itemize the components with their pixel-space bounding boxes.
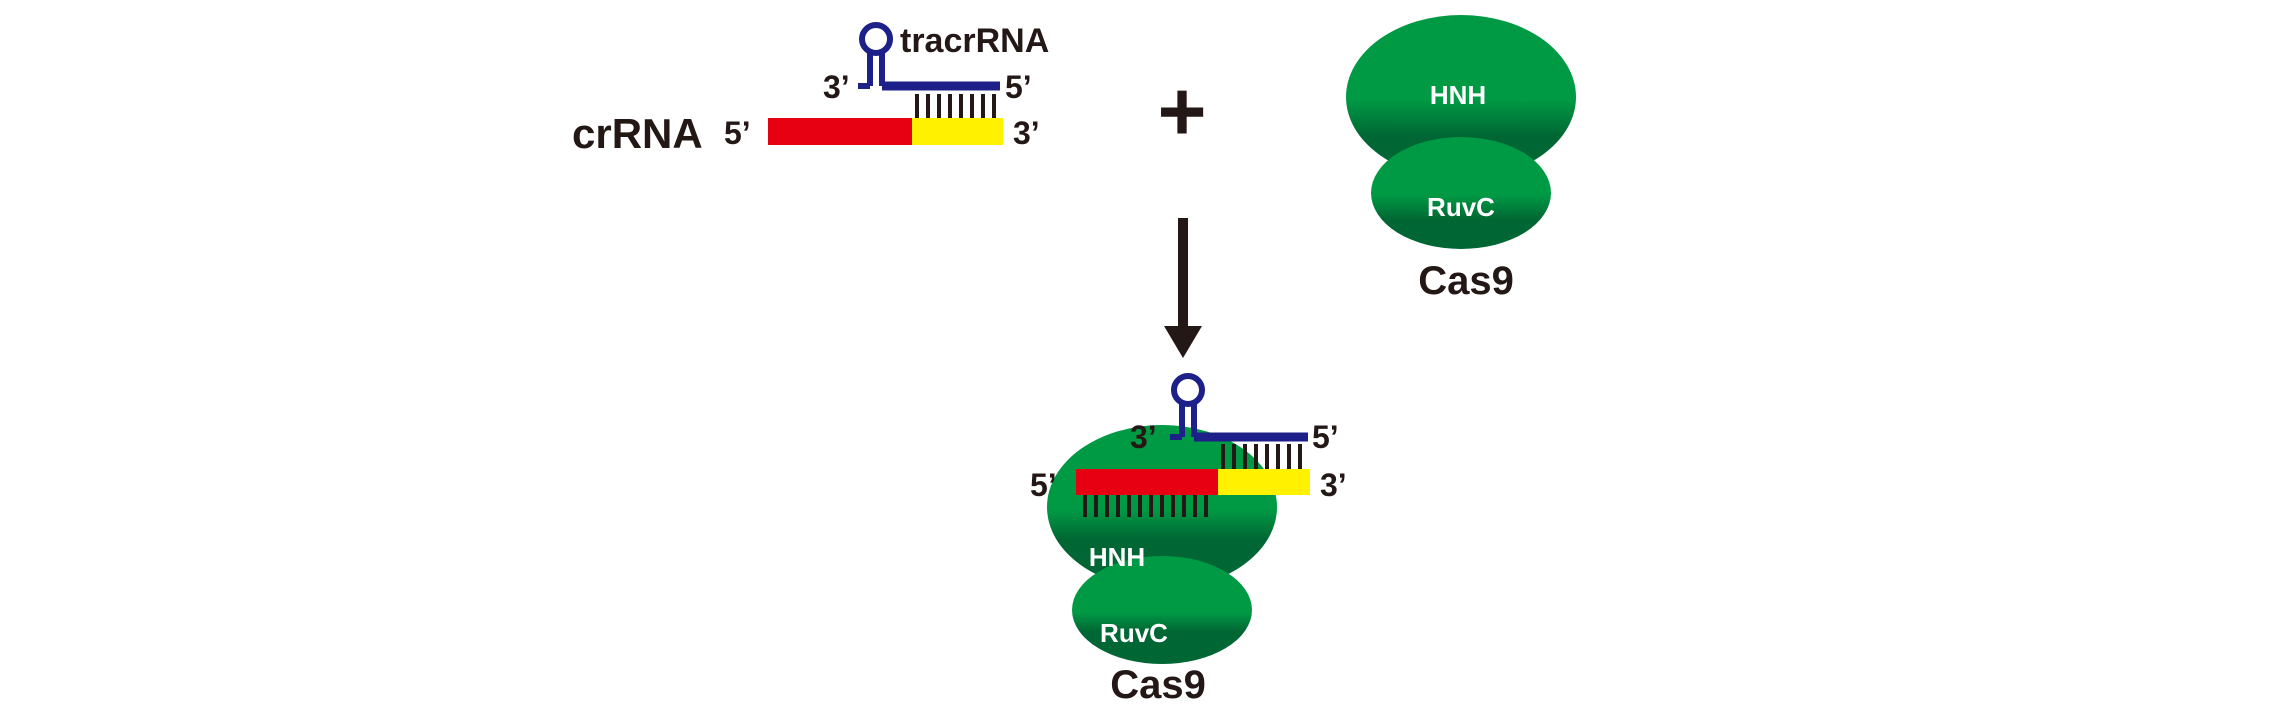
free-guide-rna-complex: crRNA 5’ 3’ tracrRNA 3’ 5’: [572, 22, 1049, 157]
base-pairs: [1221, 444, 1302, 469]
hnh-domain-label: HNH: [1430, 80, 1486, 110]
crrna-spacer-segment: [768, 118, 912, 145]
ruvc-domain-label: RuvC: [1427, 192, 1495, 222]
tracrrna-5prime-label: 5’: [1005, 69, 1032, 105]
crrna-label: crRNA: [572, 110, 703, 157]
cas9-guide-rna-complex: HNH RuvC Cas9 5’ 3’: [1030, 373, 1347, 707]
ruvc-domain: [1072, 556, 1252, 664]
assembly-arrow: [1164, 218, 1202, 358]
crrna-3prime-label: 3’: [1013, 115, 1040, 151]
target-dna-base-pairs: [1083, 495, 1208, 517]
plus-sign: +: [1157, 64, 1206, 158]
crrna-repeat-segment: [912, 118, 1003, 145]
cas9-label: Cas9: [1110, 663, 1206, 707]
crrna-3prime-label: 3’: [1320, 467, 1347, 503]
base-pairs: [915, 94, 996, 118]
tracrrna-label: tracrRNA: [900, 22, 1049, 60]
crrna-5prime-label: 5’: [1030, 467, 1057, 503]
crrna-spacer-segment: [1076, 469, 1218, 495]
tracrrna-hairpin-loop: [859, 22, 893, 56]
cas9-label: Cas9: [1418, 259, 1514, 303]
tracrrna-3prime-label: 3’: [1130, 419, 1157, 455]
tracrrna-hairpin-loop: [1171, 373, 1205, 407]
ruvc-domain: [1371, 137, 1551, 249]
crrna-5prime-label: 5’: [724, 115, 751, 151]
hnh-domain-label: HNH: [1089, 542, 1145, 572]
crrna-repeat-segment: [1218, 469, 1310, 495]
free-cas9-protein: HNH RuvC Cas9: [1346, 15, 1576, 303]
tracrrna-5prime-label: 5’: [1312, 419, 1339, 455]
tracrrna-3prime-label: 3’: [823, 69, 850, 105]
ruvc-domain-label: RuvC: [1100, 618, 1168, 648]
tracrrna-strand: [1170, 373, 1308, 442]
tracrrna-strand: [858, 22, 1000, 91]
